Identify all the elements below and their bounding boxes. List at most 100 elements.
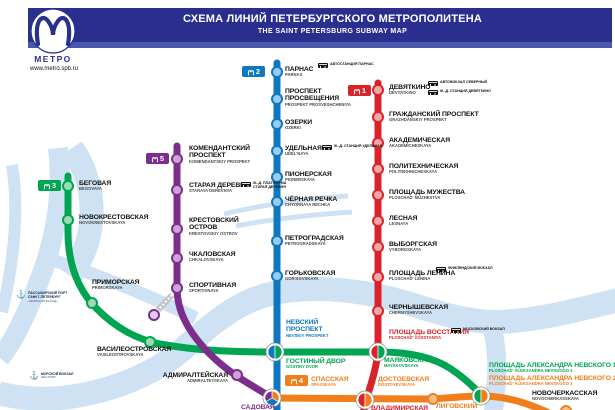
station-dot-ozerki[interactable] [271, 118, 283, 130]
station-dot-pionerskaya[interactable] [271, 171, 283, 183]
metro-logo-icon [247, 69, 255, 75]
station-label-spasskaya[interactable]: СПАССКАЯ SPASSKAYA [311, 376, 349, 388]
station-label-vyborgskaya[interactable]: ВЫБОРГСКАЯ VYBORGSKAYA [389, 241, 437, 253]
station-label-lesnaya[interactable]: ЛЕСНАЯ LESNAYA [389, 215, 418, 227]
station-dot-petrogradskaya[interactable] [271, 235, 283, 247]
station-label-krestovsky-ostrov[interactable]: КРЕСТОВСКИЙ ОСТРОВ KRESTOVSKIY OSTROV [189, 217, 239, 236]
website-link[interactable]: www.metro.spb.ru [29, 66, 78, 72]
station-dot-chyornaya-rechka[interactable] [271, 196, 283, 208]
station-dot-vyborgskaya[interactable] [372, 241, 384, 253]
header-accent-strip [28, 42, 612, 48]
station-dot-muzhestva[interactable] [372, 189, 384, 201]
station-label-nevsky-prospekt[interactable]: НЕВСКИЙ ПРОСПЕКТ NEVSKIY PROSPEKT [286, 319, 329, 338]
station-dot-sportivnaya[interactable] [171, 282, 183, 294]
station-label-vladimirskaya[interactable]: ВЛАДИМИРСКАЯ [371, 405, 428, 410]
station-dot-udelnaya[interactable] [271, 145, 283, 157]
station-label-ploshchad-lenina[interactable]: ПЛОЩАДЬ ЛЕНИНА PLOSCHAD' LENINA [389, 270, 456, 282]
line-number: 2 [255, 67, 261, 76]
station-dot-admiralteyskaya[interactable] [231, 369, 243, 381]
interchange-nevsky-half [267, 344, 276, 360]
metro-logo-icon [353, 88, 361, 94]
station-label-chernyshevskaya[interactable]: ЧЕРНЫШЕВСКАЯ CHERNYSHEVSKAYA [389, 304, 449, 316]
station-dot-prosveshcheniya[interactable] [271, 93, 283, 105]
station-dot-devyatkino[interactable] [372, 84, 384, 96]
bus-icon [428, 80, 438, 86]
interchanges-layer [262, 342, 491, 410]
station-label-pl-aleksandra-nevskogo-1[interactable]: ПЛОЩАДЬ АЛЕКСАНДРА НЕВСКОГО 1 PLOSCHAD' … [489, 362, 615, 374]
station-label-ozerki[interactable]: ОЗЕРКИ OZERKI [285, 119, 313, 131]
station-label-gorkovskaya[interactable]: ГОРЬКОВСКАЯ GOR'KOVSKAYA [285, 270, 336, 282]
note-devyatkino-bus: АВТОВОКЗАЛ СЕВЕРНЫЙ [428, 80, 487, 86]
station-label-udelnaya[interactable]: УДЕЛЬНАЯ UDEL'NAYA [285, 145, 322, 157]
station-dot-begovaya[interactable] [62, 180, 74, 192]
station-dot-ligovsky[interactable] [427, 393, 439, 405]
train-icon [436, 266, 446, 272]
station-label-novokrestovskaya[interactable]: НОВОКРЕСТОВСКАЯ NOVOKRESTOVSKAYA [79, 214, 149, 226]
anchor-icon: ⚓ [16, 290, 26, 299]
train-icon [322, 144, 332, 150]
train-icon [428, 89, 438, 95]
station-label-ligovsky-prospekt[interactable]: ЛИГОВСКИЙ ПРОСПЕКТ [436, 403, 478, 410]
water-chyornaya-rechka [223, 193, 349, 217]
station-label-pionerskaya[interactable]: ПИОНЕРСКАЯ PIONERSKAYA [285, 171, 332, 183]
station-label-sadovaya[interactable]: САДОВАЯ [241, 404, 275, 410]
station-dot-sportivnaya-exit[interactable] [148, 309, 160, 321]
note-parnas-bus: АВТОСТАНЦИЯ ПАРНАС [318, 62, 374, 68]
stations-layer [62, 66, 572, 410]
station-label-parnas[interactable]: ПАРНАС PARNAS [285, 66, 314, 78]
page-title: СХЕМА ЛИНИЙ ПЕТЕРБУРГСКОГО МЕТРОПОЛИТЕНА [183, 13, 482, 25]
station-label-grazhdansky-prospekt[interactable]: ГРАЖДАНСКИЙ ПРОСПЕКТ GRAZHDANSKIY PROSPE… [389, 111, 479, 123]
station-label-pl-aleksandra-nevskogo-2[interactable]: ПЛОЩАДЬ АЛЕКСАНДРА НЕВСКОГО 2 PLOSCHAD' … [489, 375, 615, 387]
water-neva-branch [480, 315, 507, 410]
station-dot-politekhnicheskaya[interactable] [372, 163, 384, 175]
station-dot-akademicheskaya[interactable] [372, 137, 384, 149]
station-dot-novokrestovskaya[interactable] [62, 214, 74, 226]
station-dot-lenina[interactable] [372, 271, 384, 283]
station-dot-chkalovskaya[interactable] [171, 252, 183, 264]
station-dot-staraya-derevnya[interactable] [171, 184, 183, 196]
station-dot-parnas[interactable] [271, 66, 283, 78]
station-label-gostiny-dvor[interactable]: ГОСТИНЫЙ ДВОР GOSTINY DVOR [286, 358, 346, 370]
station-dot-chernyshevskaya[interactable] [372, 305, 384, 317]
station-dot-komendantsky[interactable] [171, 153, 183, 165]
bus-icon [318, 62, 328, 68]
station-label-sportivnaya[interactable]: СПОРТИВНАЯ SPORTIVNAYA [189, 282, 237, 294]
station-label-ploshchad-vosstaniya[interactable]: ПЛОЩАДЬ ВОССТАНИЯ PLOSCHAD' VOSSTANIYA [389, 329, 469, 341]
station-label-chyornaya-rechka[interactable]: ЧЁРНАЯ РЕЧКА CHYORNAYA RECHKA [285, 196, 338, 208]
station-dot-krestovsky[interactable] [171, 223, 183, 235]
interchange-vosstaniya-half [370, 344, 379, 360]
sea-port-marker: ⚓ МОРСКОЙ ВОКЗАЛ SEA PORT [29, 371, 74, 380]
station-label-devyatkino[interactable]: ДЕВЯТКИНО DEVYATKINO [389, 84, 431, 96]
station-label-mayakovskaya[interactable]: МАЯКОВСКАЯ MAYAKOVSKAYA [384, 357, 432, 369]
station-label-staraya-derevnya[interactable]: СТАРАЯ ДЕРЕВНЯ STARAYA DEREVNYA [189, 182, 250, 194]
station-dot-vasileostrovskaya[interactable] [144, 336, 156, 348]
station-label-vasileostrovskaya[interactable]: ВАСИЛЕОСТРОВСКАЯ VASILEOSTROVSKAYA [97, 346, 172, 358]
station-label-prosveshcheniya[interactable]: ПРОСПЕКТ ПРОСВЕЩЕНИЯ PROSPEKT PROSVESHCH… [285, 88, 351, 107]
station-label-chkalovskaya[interactable]: ЧКАЛОВСКАЯ CHKALOVSKAYA [189, 251, 236, 263]
station-dot-primorskaya[interactable] [86, 297, 98, 309]
anchor-icon: ⚓ [29, 371, 39, 380]
note-udelnaya-rail: Ж.-Д. СТАНЦИЯ УДЕЛЬНАЯ [322, 144, 382, 150]
station-label-primorskaya[interactable]: ПРИМОРСКАЯ PRIMORSKAYA [92, 279, 140, 291]
station-dot-grazhdansky[interactable] [372, 111, 384, 123]
metro-logo-icon[interactable] [29, 7, 77, 55]
passenger-port-marker: ⚓ ПАССАЖИРСКИЙ ПОРТ САНКТ-ПЕТЕРБУРГ «МОР… [16, 290, 68, 303]
station-label-petrogradskaya[interactable]: ПЕТРОГРАДСКАЯ PETROGRADSKAYA [285, 235, 344, 247]
station-dot-novocherkasskaya[interactable] [560, 405, 572, 410]
interchange-pan2-half [480, 388, 489, 404]
station-label-dostoevskaya[interactable]: ДОСТОЕВСКАЯ DOSTOYEVSKAYA [378, 376, 430, 388]
line-badge-m2: 2 [242, 66, 265, 77]
station-label-begovaya[interactable]: БЕГОВАЯ BEGOVAYA [79, 180, 112, 192]
station-label-akademicheskaya[interactable]: АКАДЕМИЧЕСКАЯ AKADEMICHESKAYA [389, 137, 451, 149]
line-number: 5 [159, 154, 165, 163]
metro-logo-icon [43, 183, 51, 189]
station-label-admiralteyskaya[interactable]: АДМИРАЛТЕЙСКАЯ ADMIRALTEYSKAYA [162, 372, 228, 384]
station-label-ploshchad-muzhestva[interactable]: ПЛОЩАДЬ МУЖЕСТВА PLOSCHAD' MUZHESTVA [389, 189, 465, 201]
station-dot-lesnaya[interactable] [372, 215, 384, 227]
station-label-politekhnicheskaya[interactable]: ПОЛИТЕХНИЧЕСКАЯ POLITEKHNICHESKAYA [389, 163, 459, 175]
station-label-komendantsky-prospekt[interactable]: КОМЕНДАНТСКИЙ ПРОСПЕКТ KOMENDANTSKIY PRO… [189, 145, 251, 164]
note-moskovsky-vokzal: МОСКОВСКИЙ ВОКЗАЛ [451, 327, 505, 333]
station-dot-gorkovskaya[interactable] [271, 270, 283, 282]
station-label-novocherkasskaya[interactable]: НОВОЧЕРКАССКАЯ NOVOCHERKASSKAYA [532, 390, 598, 402]
water-gulf-left [0, 164, 22, 314]
